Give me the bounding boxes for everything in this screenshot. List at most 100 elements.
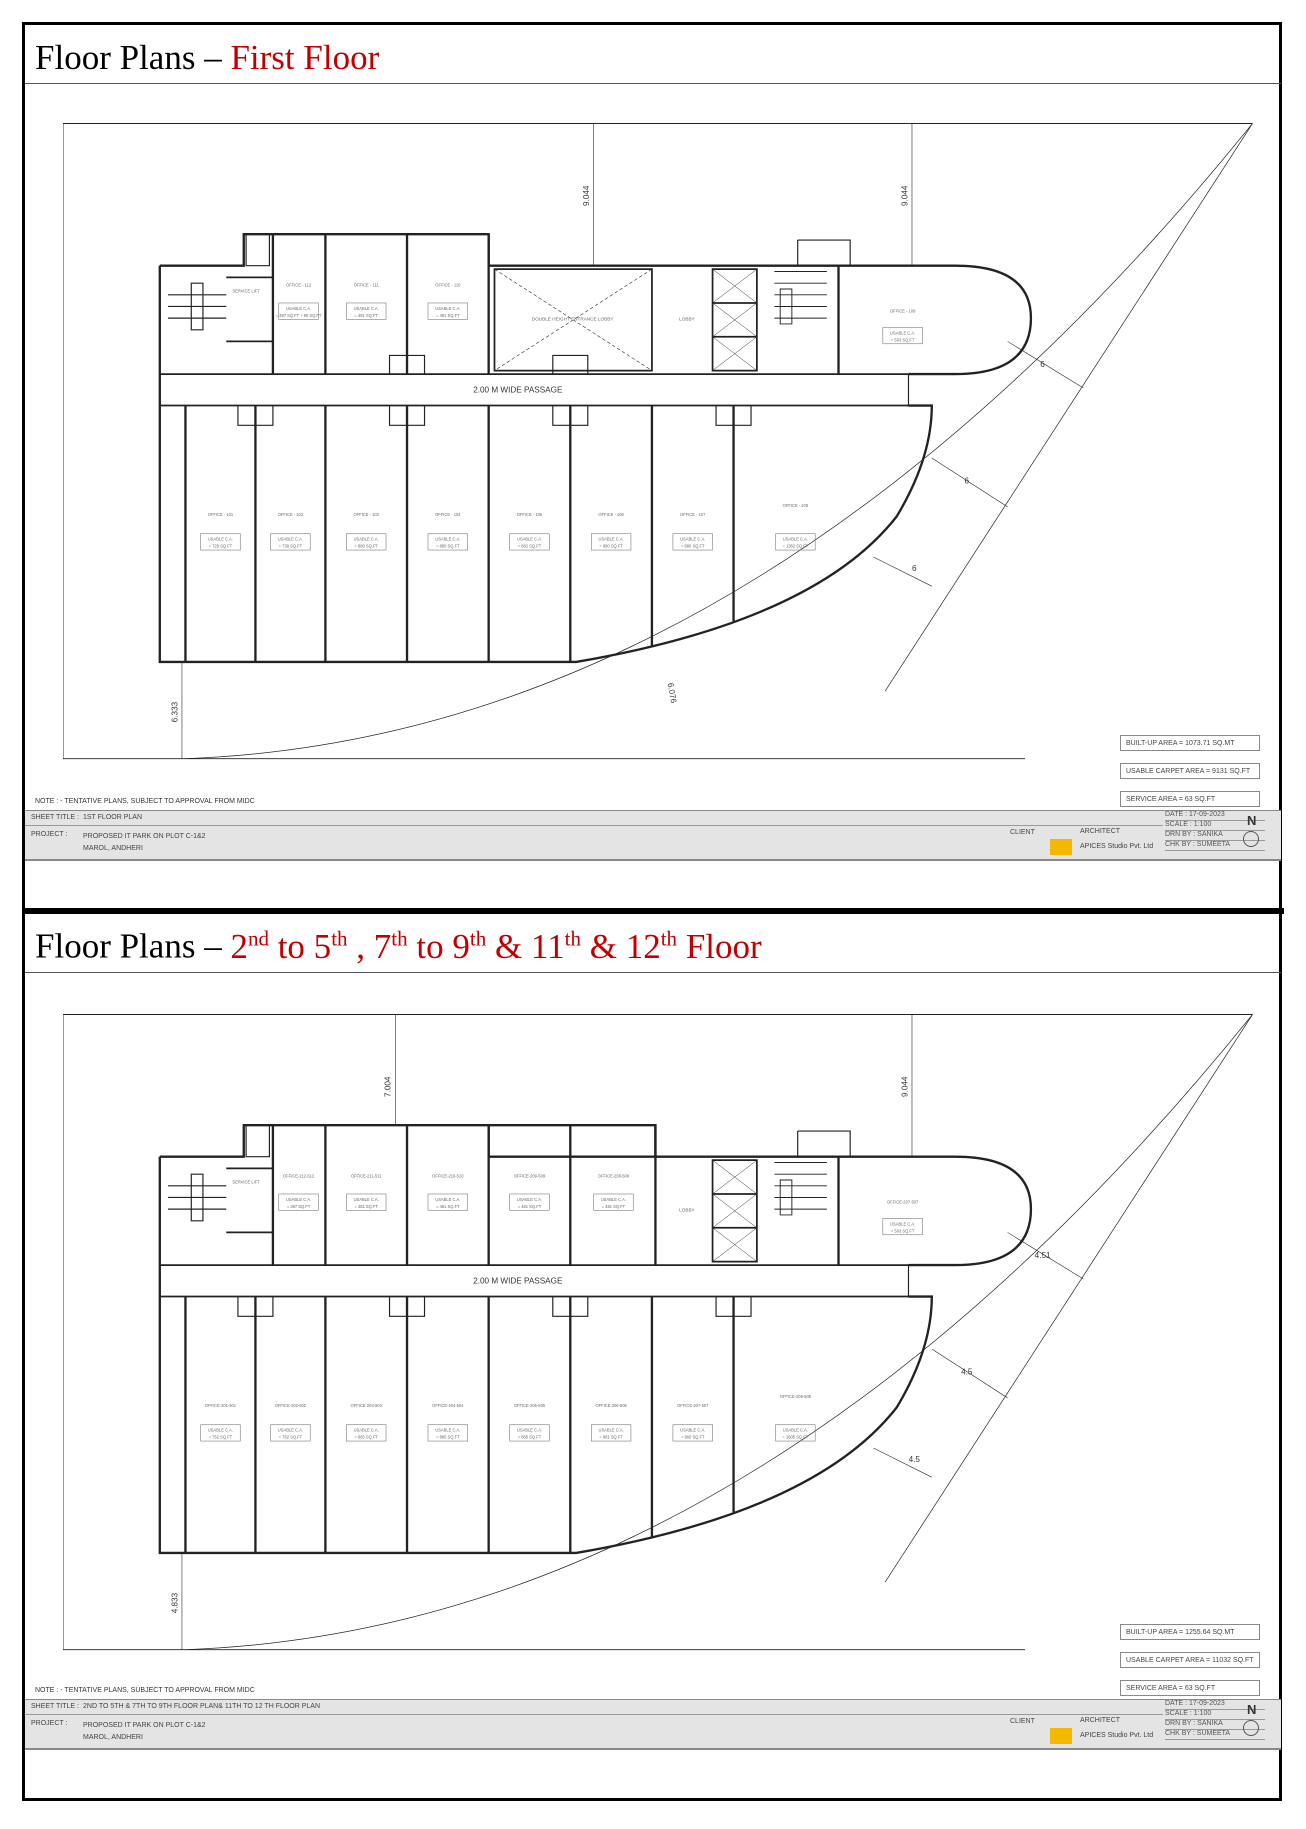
title-divider xyxy=(25,972,1281,973)
usable-ca-value: = 880 SQ.FT xyxy=(436,544,460,549)
meta-checked-by: CHK BY : SUMEETA xyxy=(1165,841,1265,851)
sheet-title-value: 2ND TO 5TH & 7TH TO 9TH FLOOR PLAN& 11TH… xyxy=(83,1703,321,1710)
usable-ca-value: = 880 SQ.FT xyxy=(354,544,378,549)
stair-icon xyxy=(167,1173,227,1222)
curved-office-name: OFFICE-208-508 xyxy=(780,1394,812,1399)
area-summary-box: BUILT-UP AREA = 1255.64 SQ.MT xyxy=(1120,1624,1260,1640)
toilet-block xyxy=(388,1296,426,1317)
title-segment: to 9 xyxy=(407,926,470,966)
project-label: PROJECT : xyxy=(31,1720,68,1727)
usable-ca-label: USABLE C.A. xyxy=(601,1197,626,1202)
stair-right-icon xyxy=(774,1162,827,1216)
compass-icon xyxy=(1243,831,1259,847)
dim-top-right: 9.044 xyxy=(900,1076,909,1097)
usable-ca-box xyxy=(590,1424,632,1442)
dim-diagonal-2: 6 xyxy=(965,477,970,486)
usable-ca-label: USABLE C.A. xyxy=(435,306,460,311)
top-office-walls xyxy=(271,234,490,375)
usable-ca-value: = 865 SQ.FT xyxy=(436,1435,460,1440)
meta-checked-by: CHK BY : SUMEETA xyxy=(1165,1730,1265,1740)
usable-ca-label: USABLE C.A. xyxy=(517,1197,542,1202)
architect-name: APICES Studio Pvt. Ltd xyxy=(1080,1732,1154,1739)
usable-ca-value: = 729 SQ.FT xyxy=(209,544,233,549)
dim-diagonal-1: 4.51 xyxy=(1035,1251,1051,1260)
bottom-office-name: OFFICE-202-502 xyxy=(275,1403,307,1408)
title-segment: 2 xyxy=(230,926,248,966)
usable-ca-box xyxy=(427,533,468,551)
usable-ca-label: USABLE C.A. xyxy=(783,537,808,542)
usable-ca-box xyxy=(346,302,387,320)
architect-label: ARCHITECT xyxy=(1080,1717,1121,1724)
usable-ca-box xyxy=(200,533,241,551)
north-arrow-icon: N xyxy=(1247,1702,1257,1717)
toilet-block xyxy=(715,1296,752,1317)
area-summary-box: USABLE CARPET AREA = 11032 SQ.FT xyxy=(1120,1652,1260,1668)
top-office-name: OFFICE - 112 xyxy=(286,283,312,288)
toilet-block xyxy=(552,1296,589,1317)
usable-ca-box xyxy=(672,533,713,551)
title-segment: th xyxy=(469,926,487,950)
bottom-office-name: OFFICE - 101 xyxy=(208,512,234,517)
usable-ca-box xyxy=(672,1424,713,1442)
bottom-office-walls xyxy=(184,405,735,662)
usable-ca-label: USABLE C.A. xyxy=(286,1197,311,1202)
usable-ca-box xyxy=(509,533,550,551)
dim-top-left: 7.004 xyxy=(384,1076,393,1097)
usable-ca-value: = 397 SQ.FT + 90 SQ.FT xyxy=(276,313,322,318)
dim-diagonal-2: 4.5 xyxy=(961,1368,973,1377)
project-line-1: PROPOSED IT PARK ON PLOT C-1&2 xyxy=(83,1722,206,1729)
toilet-block xyxy=(715,405,752,426)
lobby-void-cross xyxy=(494,268,653,371)
meta-scale: SCALE : 1:100 xyxy=(1165,1710,1265,1720)
usable-ca-label: USABLE C.A. xyxy=(517,537,542,542)
bottom-office-name: OFFICE-203-503 xyxy=(351,1403,383,1408)
north-arrow-icon: N xyxy=(1247,813,1257,828)
stair-right-icon xyxy=(774,271,827,325)
dim-diagonal-1: 6 xyxy=(1040,360,1045,369)
site-boundary xyxy=(63,123,1253,760)
usable-ca-label: USABLE C.A. xyxy=(435,1197,460,1202)
floor-plan-panel-2: Floor Plans – 2nd to 5th , 7th to 9th & … xyxy=(25,914,1281,1794)
title-segment: th xyxy=(564,926,581,950)
usable-ca-label: USABLE C.A. xyxy=(278,1428,303,1433)
title-block: SHEET TITLE :2ND TO 5TH & 7TH TO 9TH FLO… xyxy=(25,1699,1281,1750)
bottom-office-name: OFFICE-207-507 xyxy=(677,1403,709,1408)
curved-office-name: OFFICE - 108 xyxy=(783,503,809,508)
meta-date: DATE : 17-09-2023 xyxy=(1165,811,1265,821)
bottom-office-name: OFFICE - 102 xyxy=(278,512,304,517)
lobby-label: DOUBLE HEIGHT ENTRANCE LOBBY xyxy=(532,316,614,321)
title-segment: th xyxy=(660,926,678,950)
title-prefix: Floor Plans – xyxy=(35,926,231,966)
usable-ca-box xyxy=(270,533,311,551)
title-segment: th xyxy=(391,926,408,950)
usable-ca-label: USABLE C.A. xyxy=(354,537,379,542)
usable-ca-value: = 503 SQ.FT xyxy=(891,1228,915,1233)
top-office-name: OFFICE - 110 xyxy=(435,283,461,288)
passage-label: 2.00 M WIDE PASSAGE xyxy=(473,386,563,395)
lift-cross xyxy=(712,1159,758,1262)
usable-ca-value: = 481 SQ.FT xyxy=(354,1204,378,1209)
usable-ca-box xyxy=(427,1193,468,1211)
toilet-block-top xyxy=(388,354,426,375)
usable-ca-box xyxy=(278,1193,319,1211)
top-office-name: OFFICE-212-512 xyxy=(283,1174,315,1179)
building-top-outline xyxy=(159,1124,1033,1267)
title-segment: to 5 xyxy=(268,926,332,966)
site-boundary xyxy=(63,1014,1253,1651)
usable-ca-box xyxy=(775,533,816,551)
usable-ca-box xyxy=(278,302,319,320)
title-segment: & 12 xyxy=(580,926,661,966)
usable-ca-label: USABLE C.A. xyxy=(890,330,915,335)
lobby-small-label: LOBBY xyxy=(679,316,695,321)
panel-title: Floor Plans – First Floor xyxy=(35,38,379,78)
passage-label: 2.00 M WIDE PASSAGE xyxy=(473,1277,563,1286)
usable-ca-box xyxy=(346,533,387,551)
usable-ca-label: USABLE C.A. xyxy=(208,537,233,542)
dim-curve: 6.076 xyxy=(666,682,678,704)
usable-ca-value: = 865 SQ.FT xyxy=(518,1435,542,1440)
top-office-name: OFFICE-209-509 xyxy=(514,1174,546,1179)
usable-ca-box xyxy=(200,1424,241,1442)
usable-ca-label: USABLE C.A. xyxy=(599,1428,624,1433)
approval-note: NOTE : - TENTATIVE PLANS, SUBJECT TO APP… xyxy=(35,798,255,805)
